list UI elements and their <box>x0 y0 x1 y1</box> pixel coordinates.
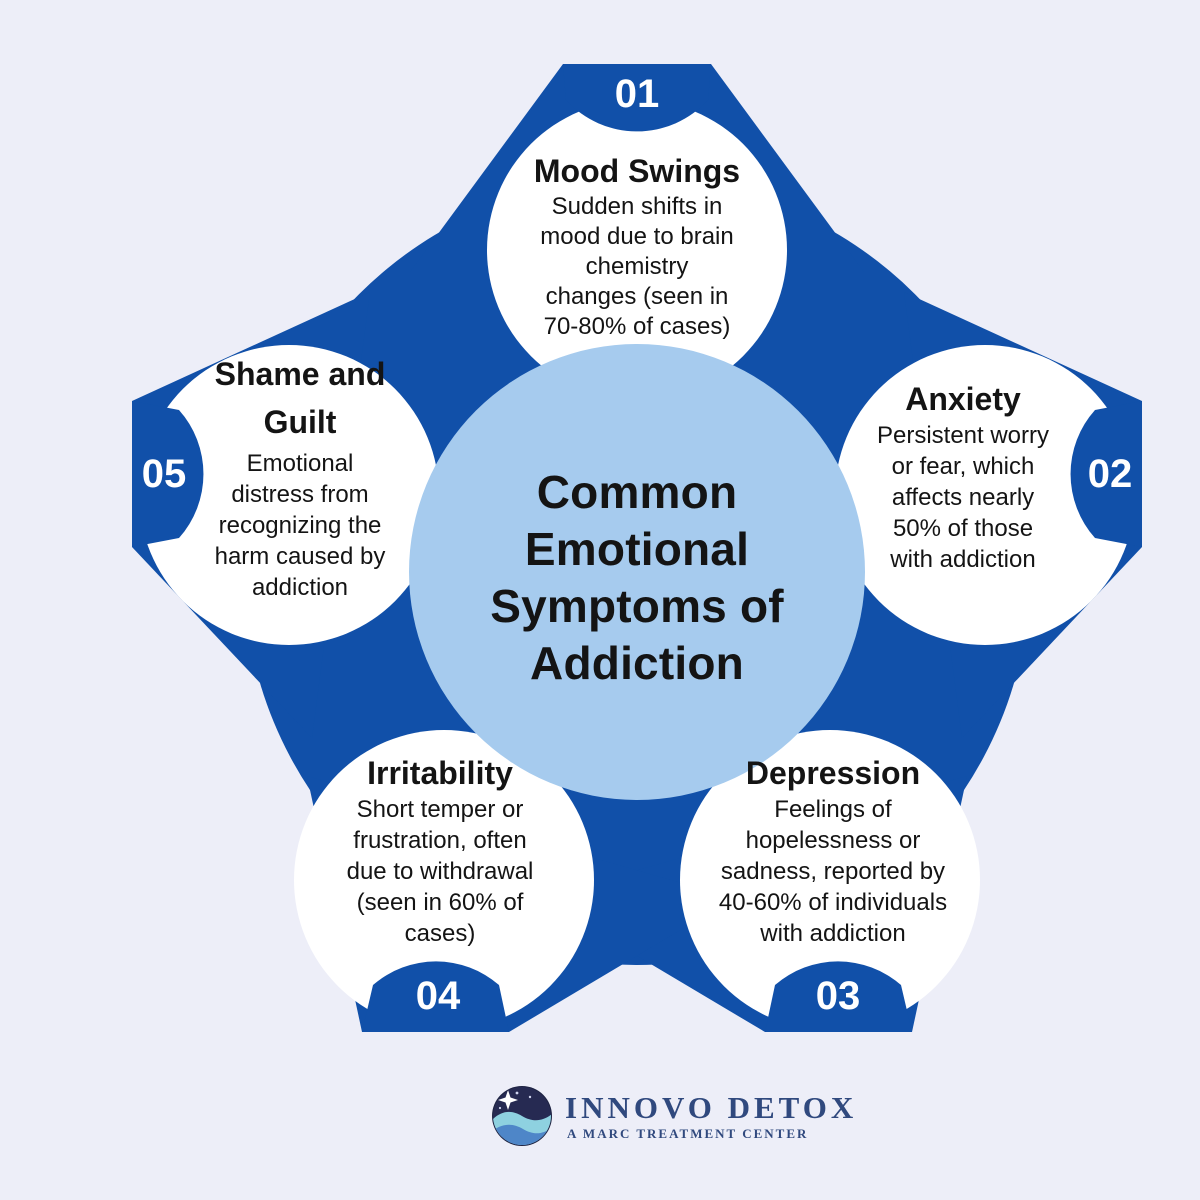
badge-number-02: 02 <box>1087 452 1133 496</box>
badge-notch-03 <box>765 961 912 1032</box>
badge-number-04: 04 <box>415 974 461 1018</box>
diagram-title: Common Emotional Symptoms of Addiction <box>490 466 784 689</box>
badge-number-01: 01 <box>614 72 660 116</box>
star-dot <box>515 1091 519 1095</box>
badge-number-03: 03 <box>815 974 861 1018</box>
node-desc-anxiety: Persistent worry or fear, which affects … <box>876 422 1050 573</box>
node-circle-04 <box>294 730 594 1030</box>
node-title-anxiety: Anxiety <box>905 381 1021 417</box>
node-title-depression: Depression <box>745 755 921 791</box>
node-circle-01 <box>487 100 787 400</box>
node-desc-depression: Feelings of hopelessness or sadness, rep… <box>718 796 948 947</box>
badge-notch-02 <box>1070 401 1142 547</box>
node-title-irritability: Irritability <box>367 755 513 791</box>
star-dot <box>498 1106 502 1110</box>
node-desc-mood-swings: Sudden shifts in mood due to brain chemi… <box>540 193 734 340</box>
node-desc-shame-guilt: Emotional distress from recognizing the … <box>214 450 386 601</box>
center-circle <box>409 344 865 800</box>
wave-deep <box>493 1124 551 1145</box>
badge-number-05: 05 <box>141 452 187 496</box>
node-desc-irritability: Short temper or frustration, often due t… <box>346 796 534 947</box>
node-circle-02 <box>835 345 1135 645</box>
innovo-detox-logo <box>492 1086 552 1146</box>
node-title-shame-guilt: Shame and Guilt <box>214 356 386 440</box>
node-circle-03 <box>680 730 980 1030</box>
badge-notch-04 <box>362 961 509 1032</box>
badge-notch-05 <box>132 401 204 547</box>
node-circle-05 <box>139 345 439 645</box>
brand-tagline: A MARC TREATMENT CENTER <box>567 1126 809 1141</box>
node-title-mood-swings: Mood Swings <box>533 153 741 189</box>
star-icon <box>498 1090 518 1110</box>
star-dot <box>528 1095 532 1099</box>
brand-name: INNOVO DETOX <box>565 1090 858 1125</box>
badge-notch-01 <box>563 64 711 132</box>
